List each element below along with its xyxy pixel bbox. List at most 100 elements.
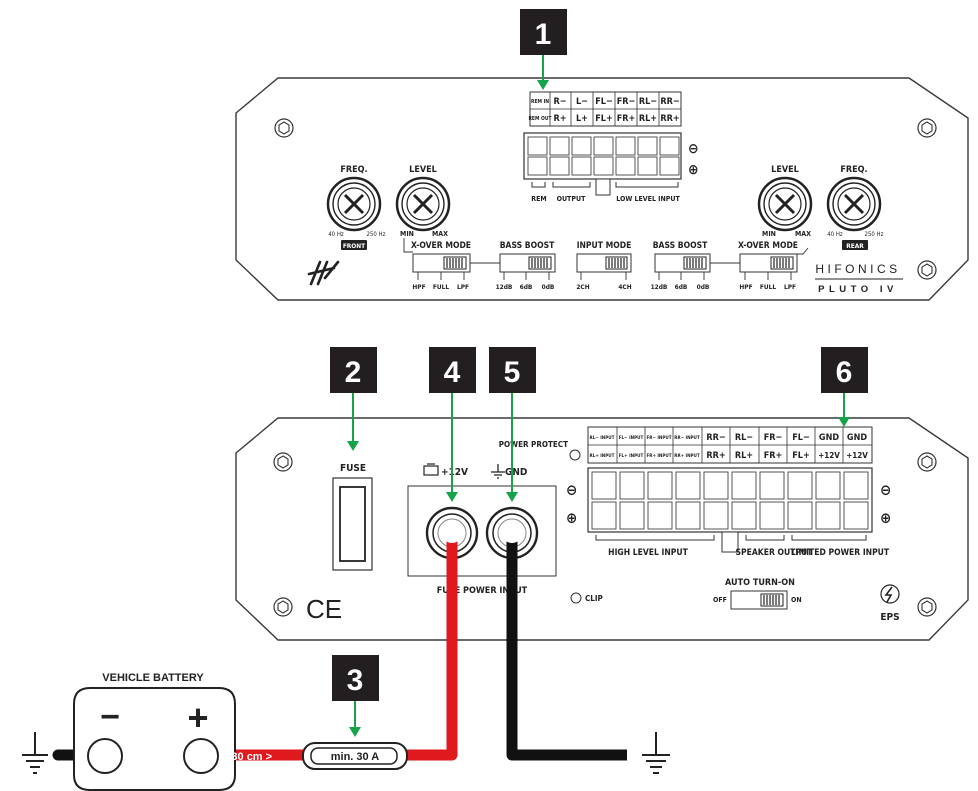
front-freq-min: 40 Hz [328,231,344,238]
front-level-min: MIN [400,230,414,238]
low-level-terminal-legend: REM IN REM OUT R− L− FL− FR− RL− RR− R+ … [528,91,682,127]
hl-top-5: RL− [735,433,753,443]
fuse-holder[interactable] [332,477,373,571]
bass-right-opt-1: 6dB [675,283,688,291]
power-protect-label: POWER PROTECT [499,440,568,449]
rear-freq-min: 40 Hz [827,231,843,238]
hl-bottom-4: RR+ [706,451,725,461]
bass-boost-right-label: BASS BOOST [653,241,708,251]
hl-bottom-9: +12V [846,451,868,460]
distance-label: < 30 cm > [222,751,272,763]
battery-minus-label: − [100,698,120,736]
bass-left-opt-0: 12dB [496,283,513,291]
hl-bottom-2: FR+ INPUT [646,453,671,459]
hl-top-1: FL− INPUT [619,435,644,441]
rear-level-max: MAX [795,230,811,238]
battery-negative-terminal[interactable] [87,738,123,774]
gnd-label: GND [505,467,527,478]
output-label: OUTPUT [557,195,586,203]
bass-left-opt-1: 6dB [520,283,533,291]
bass-left-opt-2: 0dB [542,283,555,291]
front-level-knob[interactable]: LEVEL MIN MAX [395,165,451,238]
front-freq-knob[interactable]: FREQ. 40 Hz 250 Hz FRONT [326,165,386,250]
bass-boost-right-switch[interactable]: 12dB 6dB 0dB [651,253,711,291]
hl-top-2: FR− INPUT [646,435,671,441]
screw-icon [273,597,293,617]
high-level-input-connector: ⊖ ⊕ ⊖ ⊕ [566,467,891,553]
minus-icon: ⊖ [880,481,891,499]
term-bottom-0: R+ [553,114,566,124]
power-protect-led [569,449,581,461]
term-top-2: FL− [595,97,612,107]
clip-label: CLIP [585,594,603,603]
front-level-label: LEVEL [409,165,437,175]
rear-badge: REAR [846,242,864,250]
term-bottom-4: RL+ [639,114,657,124]
low-level-input-label: LOW LEVEL INPUT [616,195,680,203]
vehicle-battery-label: VEHICLE BATTERY [102,672,204,684]
xover-left-opt-2: LPF [457,283,469,291]
clip-led [570,592,582,604]
term-bottom-2: FL+ [595,114,612,124]
xover-mode-left-switch[interactable]: HPF FULL LPF [412,253,471,291]
vehicle-battery: VEHICLE BATTERY − + [73,672,236,791]
xover-right-opt-2: LPF [784,283,796,291]
minus-icon: ⊖ [566,481,577,499]
model-name: PLUTO IV [818,284,898,295]
plus12v-label: +12V [441,467,468,478]
ground-icon [22,732,48,774]
bass-boost-left-label: BASS BOOST [500,241,555,251]
input-mode-switch[interactable]: 2CH 4CH [576,253,632,291]
term-top-1: L− [576,97,588,107]
xover-right-opt-0: HPF [739,283,752,291]
black-ground-cable [506,531,627,761]
cables [52,523,627,761]
hl-top-3: RR− INPUT [674,435,700,441]
rem-out-label: REM OUT [528,116,552,122]
callout-5: 5 [489,347,536,502]
plus-icon: ⊕ [880,509,891,527]
front-freq-max: 250 Hz [367,231,386,238]
auto-turn-on-switch[interactable] [730,590,788,610]
callout-6: 6 [821,347,868,427]
input-opt-0: 2CH [576,283,589,291]
high-level-input-label: HIGH LEVEL INPUT [608,548,688,558]
callout-3-number: 3 [347,664,364,697]
term-top-3: FR− [617,97,636,107]
input-opt-1: 4CH [618,283,631,291]
screw-icon [917,452,937,472]
callout-1: 1 [520,9,567,90]
battery-positive-terminal[interactable] [183,738,219,774]
auto-turn-on-label: AUTO TURN-ON [725,578,795,588]
front-badge: FRONT [343,242,365,250]
hl-top-9: GND [847,433,867,443]
hl-bottom-5: RL+ [735,451,753,461]
rear-freq-knob[interactable]: FREQ. 40 Hz 250 Hz REAR [826,165,884,250]
xover-left-opt-0: HPF [412,283,425,291]
screw-icon [274,118,294,138]
fuse-label: FUSE [340,463,366,474]
screw-icon [917,597,937,617]
battery-plus-label: + [187,697,208,738]
callout-4: 4 [429,347,476,502]
red-power-cable [196,531,458,761]
battery-icon [423,465,439,476]
term-bottom-1: L+ [576,114,588,124]
rear-freq-label: FREQ. [840,165,867,175]
xover-mode-right-switch[interactable]: HPF FULL LPF [739,247,809,291]
callout-6-number: 6 [836,356,853,389]
limited-power-input-label: LIMITED POWER INPUT [791,548,890,558]
amplifier-connection-panel: FUSE CE +12V GND FUSE POWER [235,417,969,641]
speaker-output-label: SPEAKER OUTPUT [736,548,814,558]
amplifier-control-panel: REM IN REM OUT R− L− FL− FR− RL− RR− R+ … [235,77,969,301]
bass-boost-left-switch[interactable]: 12dB 6dB 0dB [496,253,556,291]
xover-mode-right-label: X-OVER MODE [738,241,798,251]
xover-right-opt-1: FULL [760,283,776,291]
front-freq-label: FREQ. [340,165,367,175]
bass-right-opt-2: 0dB [697,283,710,291]
hl-top-8: GND [819,433,839,443]
xover-mode-left-label: X-OVER MODE [411,241,471,251]
rear-level-knob[interactable]: LEVEL MIN MAX [757,165,813,238]
minus-icon: ⊖ [688,141,699,157]
low-level-input-connector: ⊖ ⊕ REM OUTPUT LOW LEVEL INPUT [523,132,699,203]
